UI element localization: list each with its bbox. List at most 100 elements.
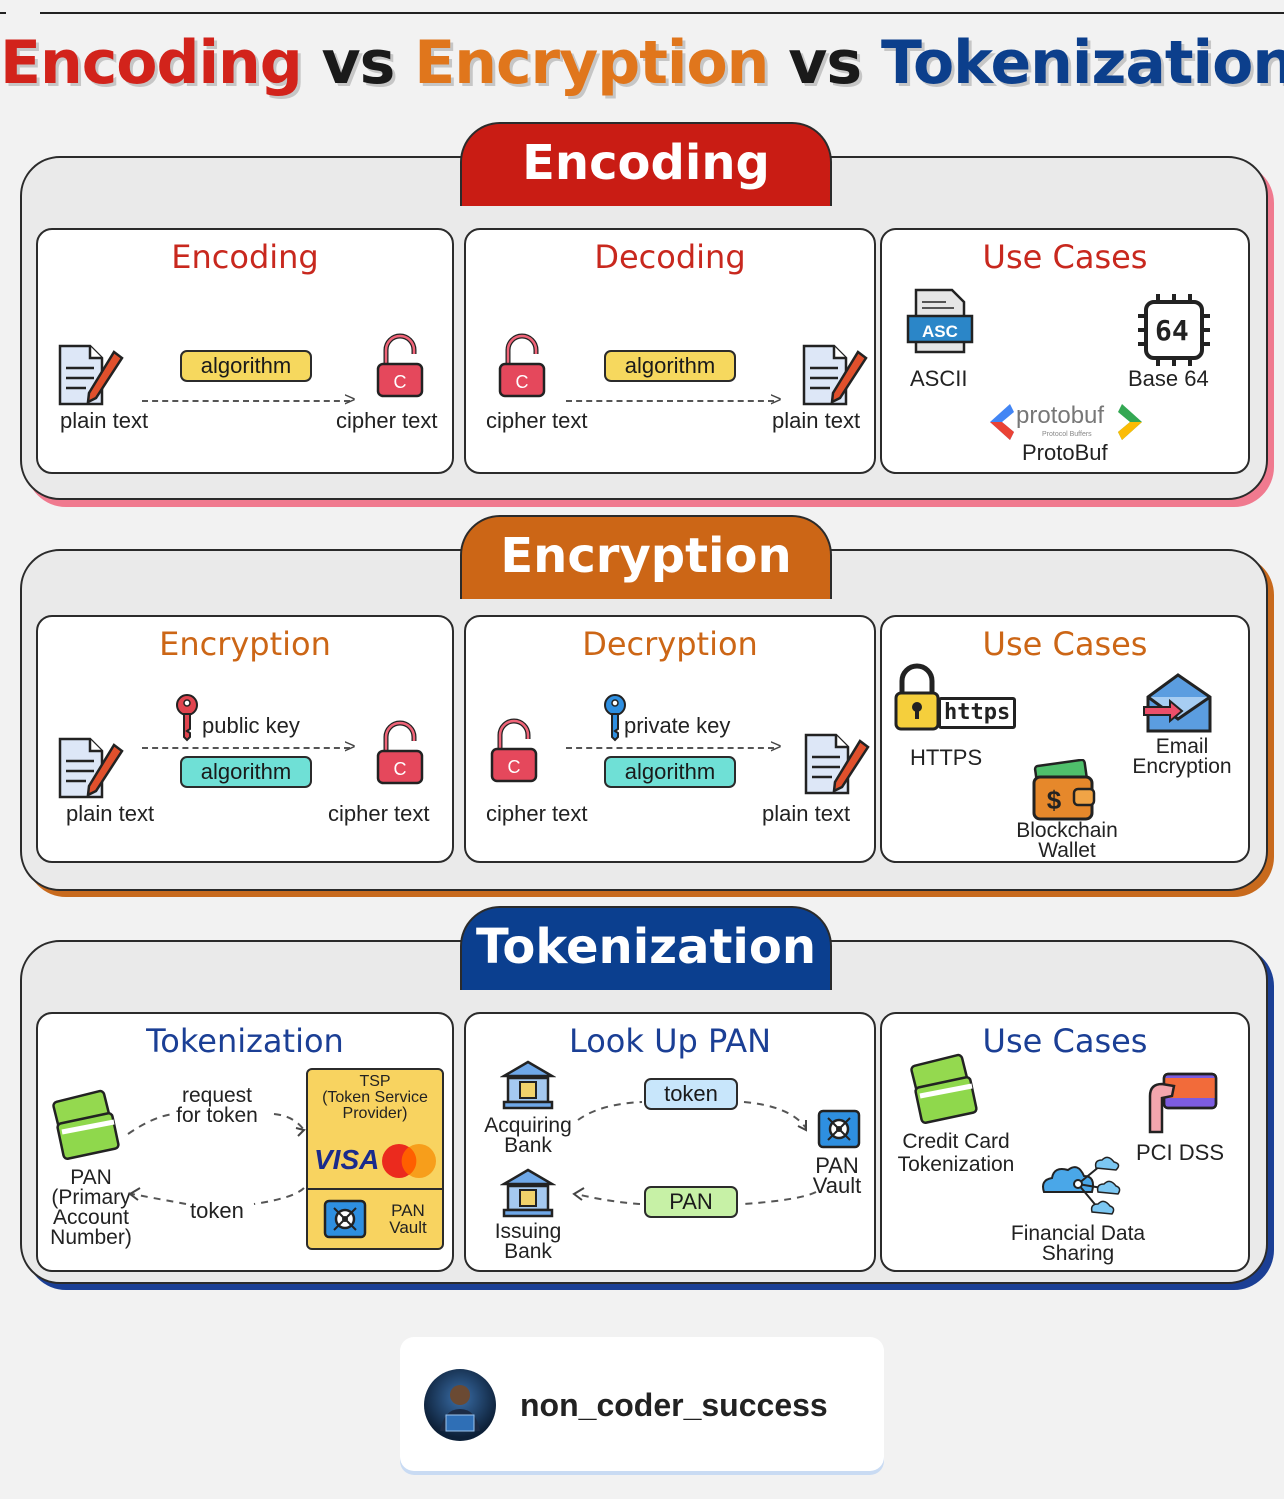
lookup-arrows (572, 1101, 817, 1205)
protobuf-sub: Protocol Buffers (1042, 431, 1092, 438)
panel-title: Encryption (159, 625, 331, 663)
https-lock-icon (894, 663, 940, 731)
https-badge: https (938, 697, 1017, 729)
arrow-line (142, 747, 350, 749)
https-label: HTTPS (910, 745, 983, 770)
tokenization-section: Tokenization Tokenization PAN (Primary A… (20, 906, 1268, 1284)
issuing-bank-line2: Bank (504, 1240, 552, 1263)
title-encoding: Encoding (0, 28, 303, 98)
right-label: plain text (762, 801, 851, 826)
ascii-badge: ASC (922, 322, 958, 341)
arrow-head: > (770, 736, 782, 758)
padlock-open-icon: C (376, 333, 424, 398)
acquiring-bank-line2: Bank (504, 1134, 552, 1157)
encryption-panel: Encryption public key > algorithm plain … (36, 615, 454, 863)
decoding-panel: Decoding C cipher text algorithm > plain… (464, 228, 876, 474)
pan-vault-line2: Vault (812, 1173, 862, 1198)
avatar[interactable] (424, 1369, 496, 1441)
encryption-banner: Encryption (460, 515, 832, 599)
left-label: plain text (66, 801, 155, 826)
request-label: request for token (162, 1084, 272, 1127)
pan-label-line1: PAN (70, 1166, 112, 1189)
blue-key-icon (604, 694, 626, 742)
acquiring-bank-line1: Acquiring (484, 1114, 572, 1137)
tsp-box: TSP (Token Service Provider) VISA PAN Va… (306, 1068, 444, 1250)
request-label-line2: for token (176, 1104, 258, 1127)
tokenization-banner: Tokenization (460, 906, 832, 990)
mastercard-logo-icon (382, 1144, 436, 1178)
panel-title: Use Cases (982, 625, 1148, 663)
right-label: cipher text (328, 801, 430, 826)
lookup-pan-panel: Look Up PAN Acquiring Bank Issuing Bank … (464, 1012, 876, 1272)
arrow-line (142, 400, 350, 402)
arrow-head: > (344, 736, 356, 758)
request-label-line1: request (181, 1084, 253, 1107)
panel-title: Encoding (171, 238, 319, 276)
credit-card-line1: Credit Card (902, 1130, 1010, 1153)
issuing-bank-icon (500, 1168, 556, 1218)
arrow-head: > (770, 389, 782, 411)
pan-vault-line1: PAN (815, 1153, 859, 1178)
title-vs-2: vs (768, 28, 881, 98)
protobuf-label: ProtoBuf (1022, 440, 1108, 465)
encoding-banner: Encoding (460, 122, 832, 206)
panel-title: Look Up PAN (568, 1022, 772, 1060)
credit-cards-icon (910, 1053, 978, 1124)
left-label: plain text (60, 408, 149, 433)
page-title: Encoding vs Encryption vs Tokenization (0, 28, 1284, 98)
protobuf-right-chevron-icon (1118, 404, 1142, 440)
tokenization-use-cases-panel: Use Cases Credit Card Tokenization PCI D… (880, 1012, 1250, 1272)
panel-title: Use Cases (982, 238, 1148, 276)
tsp-divider (308, 1188, 442, 1190)
left-label: cipher text (486, 801, 588, 826)
panel-title: Decryption (582, 625, 758, 663)
cloud-sharing-icon (1042, 1156, 1121, 1215)
padlock-open-icon: C (490, 718, 538, 783)
token-label: token (190, 1198, 244, 1223)
pci-dss-card-hand-icon (1148, 1072, 1218, 1134)
username[interactable]: non_coder_success (520, 1387, 828, 1423)
arrow-head: > (344, 389, 356, 411)
document-pencil-icon (804, 733, 870, 795)
title-encryption: Encryption (414, 28, 769, 98)
encoding-panel: Encoding plain text algorithm > C cipher… (36, 228, 454, 474)
base64-chip-icon (1138, 294, 1210, 366)
avatar-person-icon (440, 1385, 480, 1432)
algorithm-pill: algorithm (604, 350, 736, 382)
financial-data-line2: Sharing (1041, 1242, 1115, 1265)
svg-text:C: C (508, 757, 521, 777)
financial-data-line1: Financial Data (1010, 1222, 1146, 1245)
visa-logo: VISA (314, 1144, 380, 1175)
pan-label-line2: (Primary (51, 1186, 131, 1209)
document-pencil-icon (58, 344, 124, 406)
panel-title: Tokenization (146, 1022, 344, 1060)
tsp-label-line1: TSP (359, 1073, 391, 1090)
base64-badge: 64 (1155, 314, 1189, 347)
pan-label: PAN (Primary Account Number) (42, 1166, 140, 1248)
tsp-vault-label-line2: Vault (389, 1218, 427, 1237)
pci-label: PCI DSS (1136, 1140, 1225, 1165)
svg-text:$: $ (1047, 785, 1062, 815)
arrow-line (566, 400, 774, 402)
credit-card-line2: Tokenization (897, 1153, 1015, 1176)
profile-card[interactable]: non_coder_success (400, 1337, 884, 1471)
protobuf-logo: protobuf (1016, 402, 1105, 429)
ascii-label: ASCII (910, 366, 968, 391)
pan-vault-label: PAN Vault (802, 1153, 872, 1198)
issuing-bank-label: Issuing Bank (476, 1220, 580, 1263)
credit-card-label: Credit Card Tokenization (886, 1130, 1026, 1176)
acquiring-bank-icon (500, 1060, 556, 1110)
document-pencil-icon (58, 737, 124, 799)
encryption-section: Encryption Encryption public key > algor… (20, 515, 1268, 891)
tsp-label-line3: Provider) (342, 1105, 408, 1122)
wallet-label: Blockchain Wallet (1002, 820, 1132, 861)
document-pencil-icon (802, 344, 868, 406)
svg-text:C: C (516, 372, 529, 392)
key-label: public key (202, 713, 300, 738)
issuing-bank-line1: Issuing (494, 1220, 562, 1243)
panel-title: Decoding (594, 238, 746, 276)
protobuf-left-chevron-icon (990, 404, 1014, 440)
padlock-open-icon: C (498, 333, 546, 398)
tsp-label: TSP (Token Service Provider) (308, 1074, 442, 1122)
financial-data-label: Financial Data Sharing (996, 1222, 1160, 1265)
